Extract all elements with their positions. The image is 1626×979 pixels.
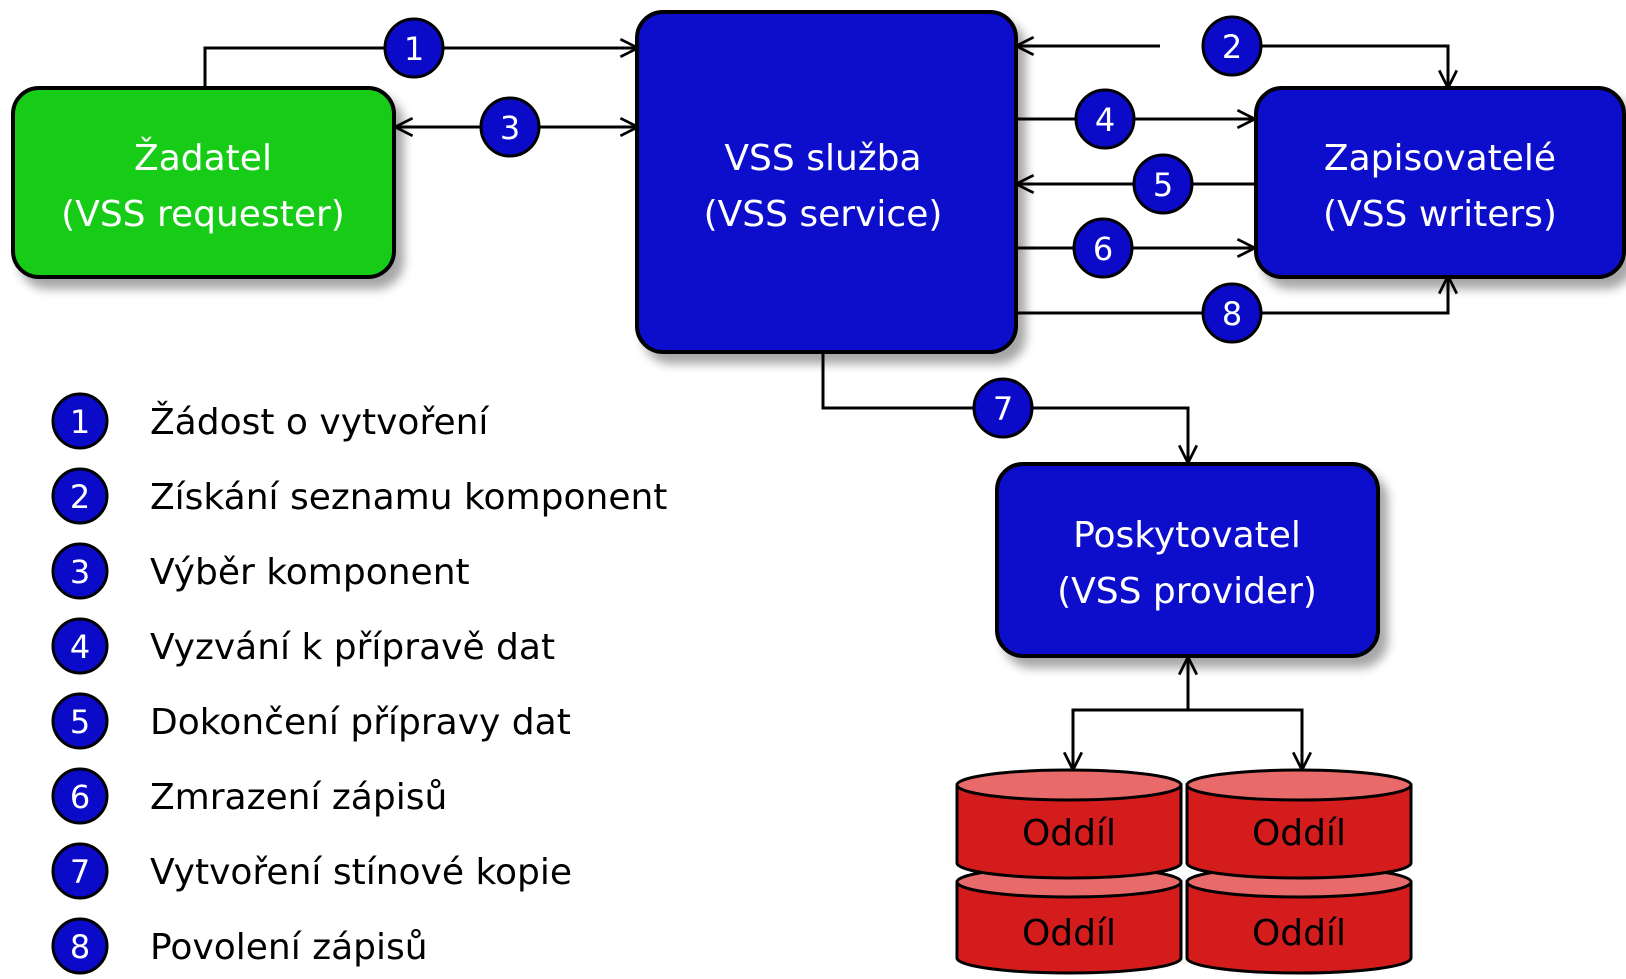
- badge-8: 8: [1201, 282, 1263, 344]
- legend-item-6: 6 Zmrazení zápisů: [51, 767, 447, 825]
- legend-num-8: 8: [70, 928, 90, 966]
- badge-3: 3: [479, 96, 541, 158]
- badge-6-num: 6: [1093, 230, 1113, 268]
- writers-subtitle: (VSS writers): [1323, 194, 1557, 235]
- provider-subtitle: (VSS provider): [1057, 571, 1317, 612]
- legend-text-4: Vyzvání k přípravě dat: [150, 627, 555, 668]
- badge-4: 4: [1074, 88, 1136, 150]
- box-provider: [995, 462, 1380, 658]
- badge-7-num: 7: [993, 390, 1013, 428]
- legend-text-6: Zmrazení zápisů: [150, 777, 447, 818]
- badge-1: 1: [383, 17, 445, 79]
- legend-num-2: 2: [70, 478, 90, 516]
- legend-item-4: 4 Vyzvání k přípravě dat: [51, 617, 555, 675]
- badge-3-num: 3: [500, 109, 520, 147]
- arrow-2b: [1256, 44, 1448, 88]
- legend-item-8: 8 Povolení zápisů: [51, 917, 428, 975]
- legend-num-4: 4: [70, 628, 90, 666]
- requester-title: Žadatel: [134, 137, 272, 179]
- requester-subtitle: (VSS requester): [61, 194, 345, 235]
- legend-item-7: 7 Vytvoření stínové kopie: [51, 842, 572, 900]
- legend-item-5: 5 Dokončení přípravy dat: [51, 692, 571, 750]
- legend-num-6: 6: [70, 778, 90, 816]
- badge-2: 2: [1201, 15, 1263, 77]
- legend-item-2: 2 Získání seznamu komponent: [51, 467, 667, 525]
- arrow-8: [1016, 276, 1448, 315]
- disk-label-3: Oddíl: [1022, 913, 1116, 954]
- badge-8-num: 8: [1222, 295, 1242, 333]
- disk-label-2: Oddíl: [1252, 813, 1346, 854]
- legend-text-1: Žádost o vytvoření: [150, 401, 489, 443]
- legend-text-8: Povolení zápisů: [150, 927, 428, 968]
- badge-5-num: 5: [1153, 166, 1173, 204]
- legend-num-7: 7: [70, 853, 90, 891]
- badge-7: 7: [972, 377, 1034, 439]
- legend-item-3: 3 Výběr komponent: [51, 542, 470, 600]
- disk-label-1: Oddíl: [1022, 813, 1116, 854]
- service-subtitle: (VSS service): [704, 194, 943, 235]
- badge-1-num: 1: [404, 30, 424, 68]
- disk-bottom-left: [955, 865, 1183, 975]
- legend-text-2: Získání seznamu komponent: [150, 477, 667, 518]
- legend-text-3: Výběr komponent: [150, 552, 470, 593]
- arrow-disk-left: [1073, 708, 1188, 770]
- arrow-disk-right: [1188, 708, 1302, 770]
- arrow-1: [203, 48, 638, 91]
- badge-5: 5: [1132, 153, 1194, 215]
- badge-6: 6: [1072, 217, 1134, 279]
- disk-top-right: [1185, 768, 1413, 880]
- legend-num-5: 5: [70, 703, 90, 741]
- disk-top-left: [955, 768, 1183, 880]
- legend-text-7: Vytvoření stínové kopie: [150, 852, 572, 893]
- legend: 1 Žádost o vytvoření 2 Získání seznamu k…: [51, 392, 667, 975]
- legend-text-5: Dokončení přípravy dat: [150, 702, 571, 743]
- disk-label-4: Oddíl: [1252, 913, 1346, 954]
- badge-2-num: 2: [1222, 28, 1242, 66]
- provider-title: Poskytovatel: [1073, 515, 1301, 556]
- legend-item-1: 1 Žádost o vytvoření: [51, 392, 489, 450]
- box-requester: [11, 86, 396, 279]
- badge-4-num: 4: [1095, 101, 1115, 139]
- legend-num-3: 3: [70, 553, 90, 591]
- service-title: VSS služba: [724, 138, 921, 179]
- writers-title: Zapisovatelé: [1324, 138, 1556, 179]
- legend-num-1: 1: [70, 403, 90, 441]
- box-writers: [1254, 86, 1626, 279]
- box-service: [635, 10, 1018, 354]
